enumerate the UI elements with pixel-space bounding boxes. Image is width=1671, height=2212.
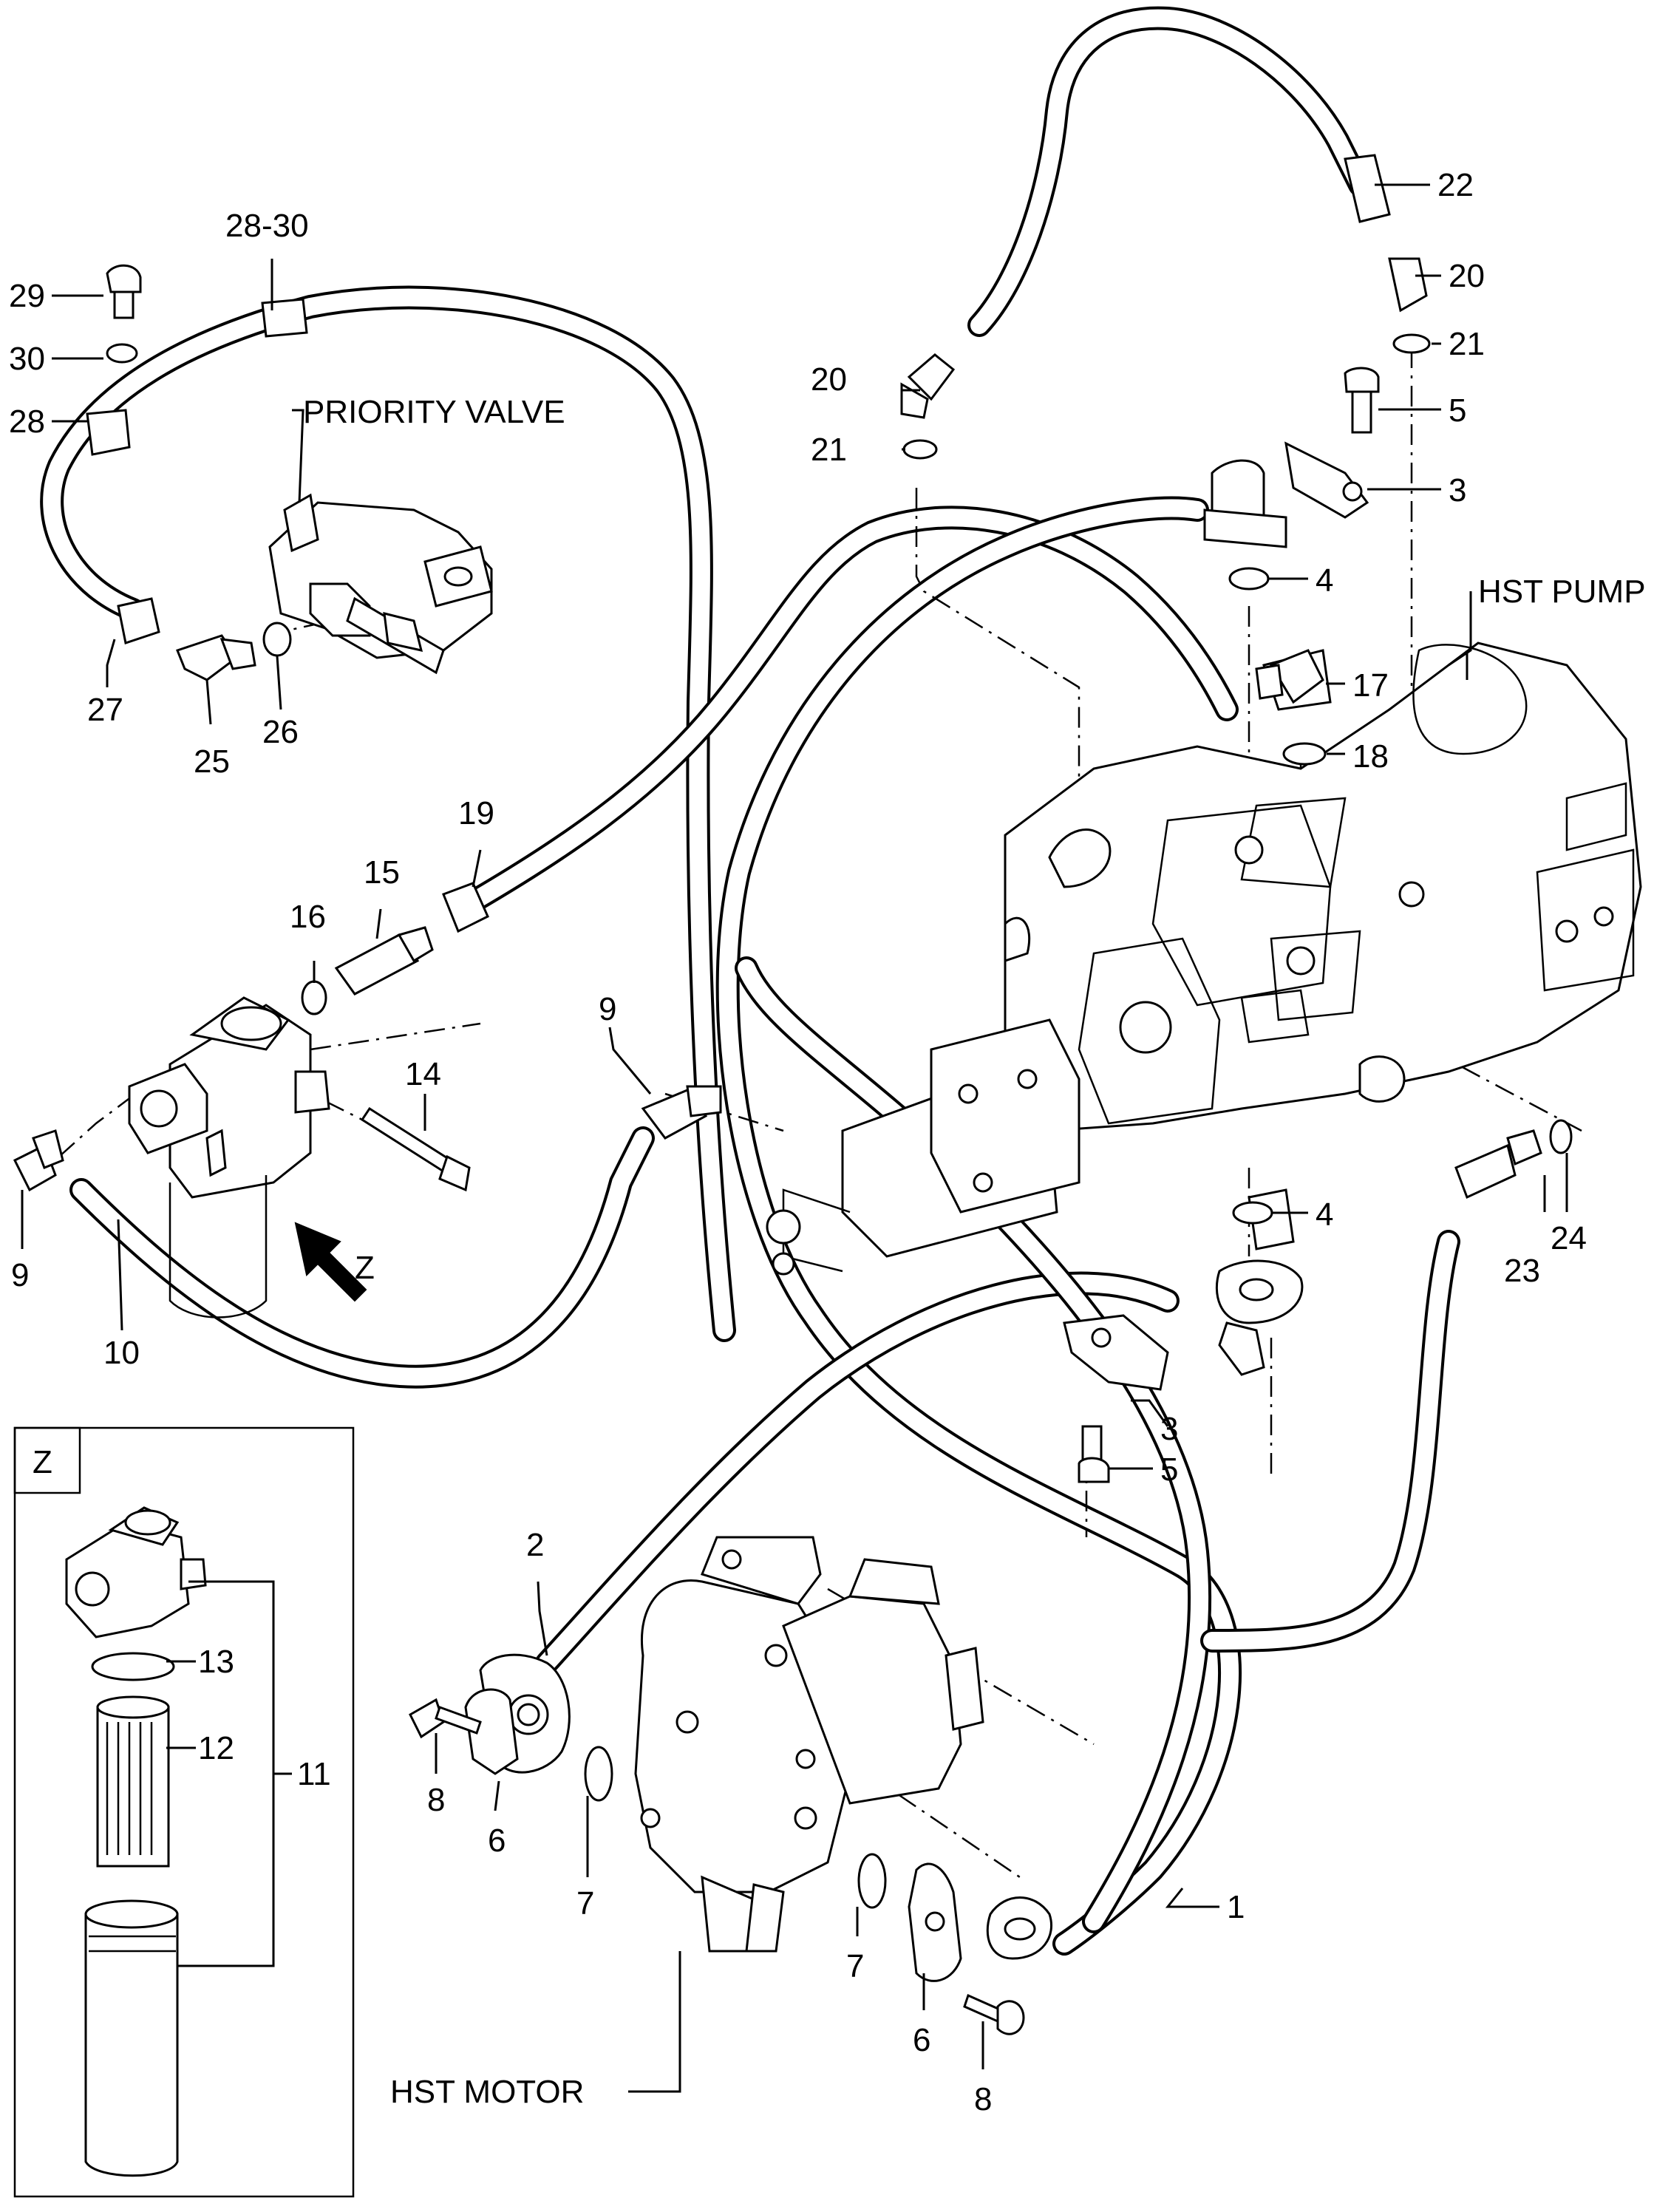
inset-view-z bbox=[13, 1426, 355, 2198]
callout-7-left: 7 bbox=[576, 1885, 594, 1922]
callout-3-top: 3 bbox=[1449, 472, 1466, 508]
fitting-19 bbox=[442, 882, 489, 933]
callout-28: 28 bbox=[9, 404, 45, 440]
callout-1: 1 bbox=[1227, 1889, 1245, 1925]
view-arrow-label: Z bbox=[355, 1250, 375, 1286]
callout-2: 2 bbox=[526, 1527, 544, 1563]
hst-pump-label: HST PUMP bbox=[1478, 574, 1646, 610]
hose-top-pump bbox=[715, 496, 1242, 1956]
clamp-28 bbox=[86, 409, 131, 456]
callout-30: 30 bbox=[9, 341, 45, 377]
fitting-9-left bbox=[13, 1129, 64, 1192]
inset-label: Z bbox=[33, 1444, 52, 1480]
bolt-8-right bbox=[963, 1993, 1025, 2035]
hose-19 bbox=[461, 506, 1239, 913]
callout-4-top: 4 bbox=[1316, 562, 1333, 599]
callout-16: 16 bbox=[290, 899, 326, 935]
callout-21-right: 21 bbox=[1449, 326, 1485, 362]
hose-23 bbox=[1200, 1230, 1460, 1653]
callout-11: 11 bbox=[297, 1756, 331, 1792]
hst-motor-label: HST MOTOR bbox=[390, 2074, 584, 2110]
flange-6-left bbox=[464, 1653, 571, 1775]
fitting-9-center bbox=[641, 1085, 722, 1140]
fitting-20-left bbox=[900, 353, 956, 419]
bolt-5-top bbox=[1344, 367, 1380, 434]
callout-14: 14 bbox=[405, 1056, 441, 1092]
callout-28-30: 28-30 bbox=[225, 208, 309, 244]
hose-10 bbox=[69, 1126, 655, 1389]
washer-30 bbox=[106, 343, 138, 364]
fitting-17 bbox=[1255, 649, 1324, 704]
bolt-14 bbox=[360, 1106, 471, 1192]
callout-10: 10 bbox=[103, 1335, 140, 1371]
fitting-22 bbox=[1344, 154, 1391, 223]
leader-lines bbox=[21, 183, 1568, 2093]
o-ring-4-bottom bbox=[1232, 1201, 1273, 1225]
bolt-5-bottom bbox=[1078, 1425, 1110, 1483]
callout-4-bottom: 4 bbox=[1316, 1197, 1333, 1233]
callout-3-bottom: 3 bbox=[1160, 1411, 1178, 1447]
callout-5-top: 5 bbox=[1449, 392, 1466, 429]
callout-19: 19 bbox=[458, 795, 494, 831]
callout-6-left: 6 bbox=[488, 1823, 506, 1859]
o-ring-21-right bbox=[1392, 333, 1431, 354]
fitting-15 bbox=[334, 926, 434, 996]
callout-20-right: 20 bbox=[1449, 258, 1485, 294]
callout-20-left: 20 bbox=[811, 361, 847, 398]
callout-labels: 22 20 21 5 3 4 17 18 4 3 5 23 24 20 21 2… bbox=[9, 167, 1646, 2117]
o-ring-26 bbox=[262, 622, 292, 657]
callout-6-right: 6 bbox=[913, 2022, 930, 2058]
callout-21-left: 21 bbox=[811, 432, 847, 468]
o-ring-4-top bbox=[1228, 567, 1270, 591]
callout-27: 27 bbox=[87, 692, 123, 728]
callout-29: 29 bbox=[9, 278, 45, 314]
view-arrow-icon bbox=[294, 1222, 367, 1302]
hst-pump bbox=[766, 642, 1642, 1276]
callout-24: 24 bbox=[1551, 1220, 1587, 1256]
callout-22: 22 bbox=[1437, 167, 1474, 203]
callout-17: 17 bbox=[1352, 667, 1389, 704]
callout-26: 26 bbox=[262, 714, 299, 750]
hose-28 bbox=[40, 285, 736, 1342]
callout-9-center: 9 bbox=[599, 991, 616, 1027]
priority-valve-label: PRIORITY VALVE bbox=[303, 394, 565, 430]
callout-8-left: 8 bbox=[427, 1782, 445, 1818]
o-ring-16 bbox=[301, 980, 327, 1015]
o-ring-21-left bbox=[902, 439, 938, 460]
priority-valve bbox=[268, 493, 493, 675]
flange-6-right bbox=[908, 1862, 1053, 1982]
callout-15: 15 bbox=[364, 854, 400, 891]
callout-18: 18 bbox=[1352, 738, 1389, 775]
hst-motor bbox=[634, 1536, 984, 1953]
bolt-29 bbox=[106, 264, 142, 319]
fitting-27 bbox=[117, 597, 160, 644]
o-ring-7-right bbox=[857, 1853, 887, 1909]
o-ring-18 bbox=[1282, 742, 1327, 766]
hose-22 bbox=[967, 6, 1372, 337]
bolt-8-left bbox=[409, 1698, 482, 1739]
o-ring-7-left bbox=[584, 1746, 613, 1802]
callout-13: 13 bbox=[198, 1644, 234, 1680]
callout-8-right: 8 bbox=[974, 2081, 992, 2117]
clamp-28-upper bbox=[261, 298, 308, 338]
filter-housing bbox=[128, 996, 330, 1318]
callout-5-bottom: 5 bbox=[1160, 1452, 1178, 1488]
callout-23: 23 bbox=[1504, 1253, 1540, 1289]
fitting-23 bbox=[1454, 1129, 1542, 1199]
fitting-20-right bbox=[1388, 257, 1428, 313]
flange-fitting-upper bbox=[1203, 441, 1369, 548]
callout-9-left: 9 bbox=[11, 1257, 29, 1293]
callout-12: 12 bbox=[198, 1730, 234, 1766]
callout-25: 25 bbox=[194, 743, 230, 780]
callout-7-right: 7 bbox=[846, 1948, 864, 1984]
flange-fitting-lower bbox=[1063, 1259, 1304, 1391]
o-ring-24 bbox=[1549, 1119, 1573, 1154]
fitting-25 bbox=[176, 634, 256, 681]
